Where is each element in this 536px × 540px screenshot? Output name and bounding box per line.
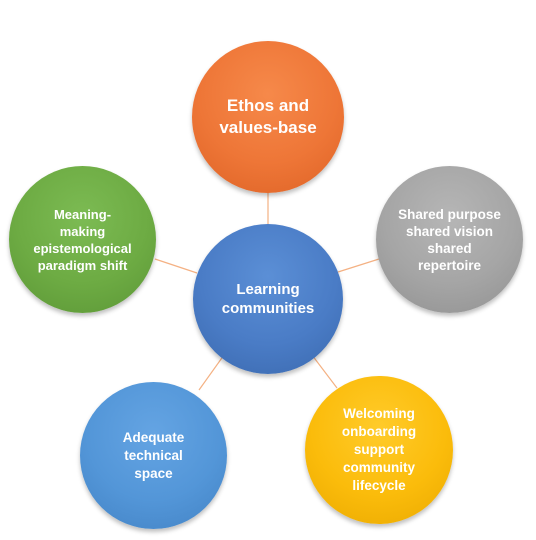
connector-bottom-right bbox=[311, 354, 338, 389]
node-meaning-making: Meaning- making epistemological paradigm… bbox=[9, 166, 156, 313]
connector-right bbox=[337, 258, 380, 273]
node-welcoming-onboarding: Welcoming onboarding support community l… bbox=[305, 376, 453, 524]
node-technical-space: Adequate technical space bbox=[80, 382, 227, 529]
node-meaning-making-label: Meaning- making epistemological paradigm… bbox=[33, 206, 132, 273]
node-shared-purpose-label: Shared purpose shared vision shared repe… bbox=[398, 206, 501, 273]
node-ethos-values: Ethos and values-base bbox=[192, 41, 344, 193]
node-welcoming-onboarding-label: Welcoming onboarding support community l… bbox=[341, 406, 417, 493]
node-learning-communities: Learning communities bbox=[193, 224, 343, 374]
node-shared-purpose: Shared purpose shared vision shared repe… bbox=[376, 166, 523, 313]
node-technical-space-label: Adequate technical space bbox=[122, 429, 185, 481]
node-ethos-values-label: Ethos and values-base bbox=[219, 96, 317, 137]
connector-left bbox=[154, 258, 198, 274]
connector-bottom-left bbox=[198, 354, 225, 391]
node-learning-communities-label: Learning communities bbox=[221, 281, 315, 317]
